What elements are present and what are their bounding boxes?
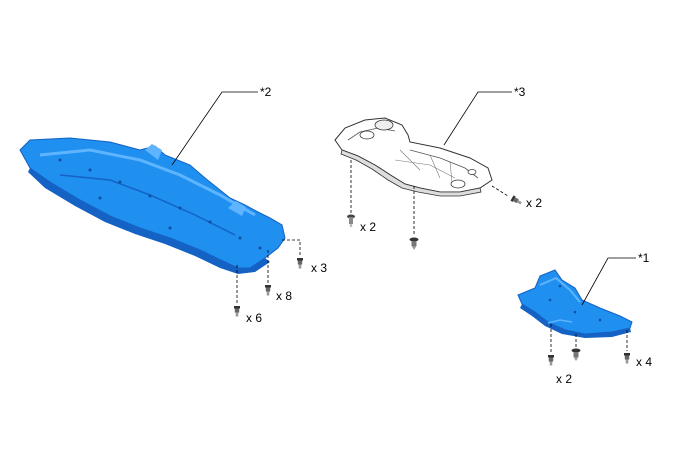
qty-label: x 8 — [276, 289, 292, 303]
leader-line-1 — [581, 257, 636, 306]
dash-line — [491, 185, 509, 197]
qty-label: x 2 — [526, 196, 542, 210]
clip-icon — [571, 348, 581, 361]
qty-label: x 2 — [556, 372, 572, 386]
bolt-icon — [234, 306, 240, 317]
qty-label: x 3 — [311, 261, 327, 275]
under-cover-bracket — [334, 117, 493, 197]
qty-label: x 4 — [636, 355, 652, 369]
bolt-icon — [297, 258, 303, 269]
bolt-icon — [548, 355, 554, 366]
callout-1: *1 — [638, 251, 650, 265]
leader-line-3 — [443, 91, 512, 146]
bolt-icon — [510, 195, 523, 206]
dash-line — [282, 239, 301, 256]
callout-3: *3 — [514, 85, 526, 99]
bolt-icon — [265, 285, 271, 296]
rear-under-cover — [517, 269, 633, 338]
front-under-cover — [19, 137, 286, 274]
qty-label: x 2 — [360, 220, 376, 234]
screw-icon — [347, 214, 355, 227]
clip-icon — [409, 237, 419, 250]
bolt-icon — [624, 353, 630, 364]
qty-label: x 6 — [246, 311, 262, 325]
leader-line-2 — [171, 91, 258, 166]
callout-2: *2 — [260, 85, 272, 99]
